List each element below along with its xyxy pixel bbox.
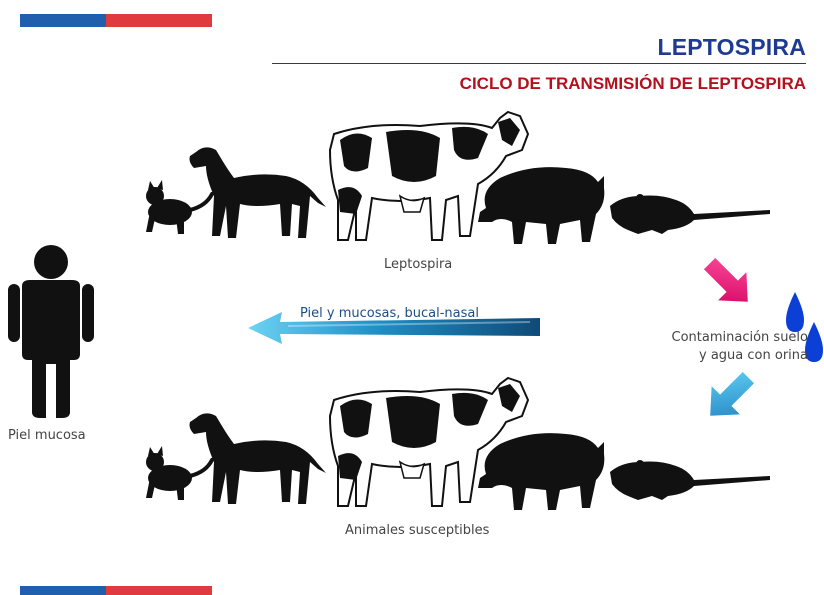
- cat-icon: [146, 446, 212, 500]
- cat-icon: [146, 180, 212, 234]
- pig-icon: [478, 433, 604, 510]
- pink-arrow-icon: [695, 249, 761, 315]
- cow-icon: [330, 378, 528, 506]
- transmission-arrow-label: Piel y mucosas, bucal-nasal: [300, 306, 479, 321]
- animals-top-row: [146, 112, 770, 244]
- top-group-label: Leptospira: [384, 257, 452, 272]
- animals-bottom-row: [146, 378, 770, 510]
- bottom-group-label: Animales susceptibles: [345, 523, 489, 538]
- rat-icon: [610, 194, 770, 234]
- contamination-label: Contaminación suelo y agua con orina: [626, 329, 808, 365]
- human-label: Piel mucosa: [8, 428, 86, 443]
- contamination-label-line1: Contaminación suelo: [626, 329, 808, 347]
- cow-icon: [330, 112, 528, 240]
- dog-icon: [190, 413, 327, 504]
- rat-icon: [610, 460, 770, 500]
- dog-icon: [190, 147, 327, 238]
- water-drop-icon: [786, 292, 804, 332]
- pig-icon: [478, 167, 604, 244]
- contamination-label-line2: y agua con orina: [626, 347, 808, 365]
- cyan-arrow-icon: [696, 363, 762, 429]
- human-icon: [8, 245, 94, 418]
